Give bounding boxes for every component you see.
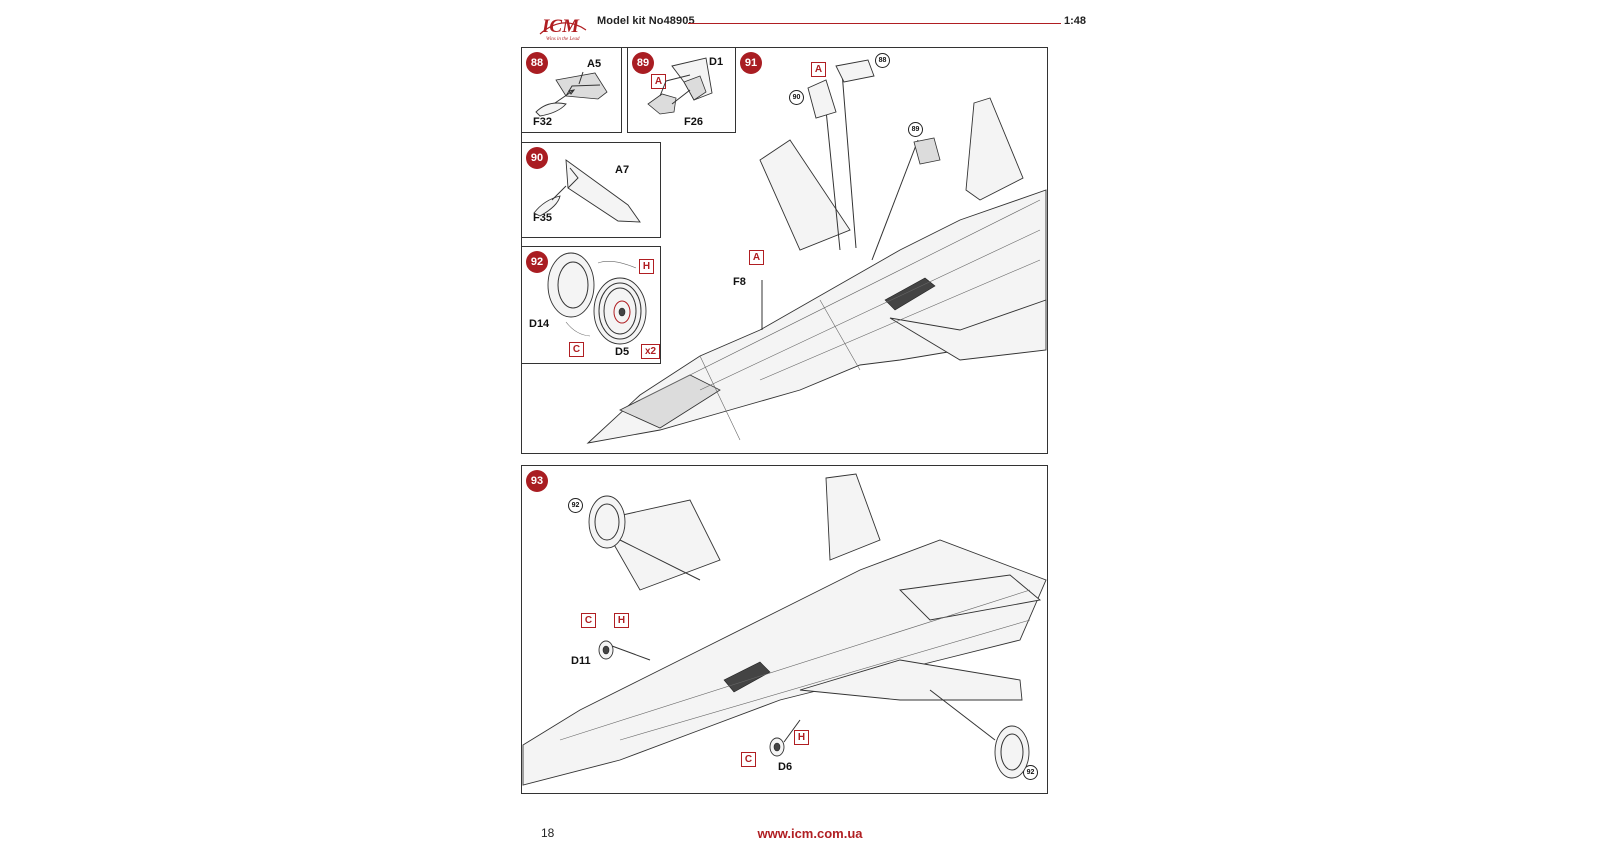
step-90-badge: 90 bbox=[526, 147, 548, 169]
part-label-d11: D11 bbox=[571, 655, 591, 667]
step-93-aircraft bbox=[522, 473, 1047, 786]
color-code-c-d6: C bbox=[741, 752, 756, 767]
color-code-h-d11: H bbox=[614, 613, 629, 628]
step-92-drawing bbox=[547, 252, 647, 345]
part-label-d5: D5 bbox=[615, 346, 630, 358]
step-89-badge: 89 bbox=[632, 52, 654, 74]
step-93-badge: 93 bbox=[526, 470, 548, 492]
kit-title: Model kit No48905 bbox=[597, 15, 695, 27]
icm-logo: ICM Wins in the Lead bbox=[539, 16, 587, 42]
color-code-c: C bbox=[569, 342, 584, 357]
color-code-h-d6: H bbox=[794, 730, 809, 745]
ref-step-88: 88 bbox=[875, 53, 890, 68]
header-rule bbox=[688, 23, 1061, 25]
color-code-a-top: A bbox=[811, 62, 826, 77]
step-91-badge: 91 bbox=[740, 52, 762, 74]
part-label-f8: F8 bbox=[733, 276, 746, 288]
quantity-badge: x2 bbox=[641, 344, 660, 359]
svg-text:Wins in the Lead: Wins in the Lead bbox=[546, 37, 580, 42]
part-label-f32: F32 bbox=[533, 116, 552, 128]
color-code-a-f8: A bbox=[749, 250, 764, 265]
step-88-badge: 88 bbox=[526, 52, 548, 74]
svg-text:ICM: ICM bbox=[541, 16, 580, 37]
website-url[interactable]: www.icm.com.ua bbox=[757, 826, 863, 841]
ref-step-92-bottom: 92 bbox=[1023, 765, 1038, 780]
part-label-d6: D6 bbox=[778, 761, 793, 773]
step-91-aircraft bbox=[586, 59, 1047, 444]
step-88-drawing bbox=[535, 71, 608, 117]
part-label-f26: F26 bbox=[684, 116, 703, 128]
part-label-d14: D14 bbox=[529, 318, 550, 330]
part-label-a5: A5 bbox=[587, 58, 602, 70]
step-92-badge: 92 bbox=[526, 251, 548, 273]
scale-label: 1:48 bbox=[1064, 15, 1087, 27]
step-90-drawing bbox=[533, 159, 641, 223]
part-label-d1: D1 bbox=[709, 56, 724, 68]
ref-step-92-top: 92 bbox=[568, 498, 583, 513]
step-89-drawing bbox=[647, 57, 713, 115]
page-number: 18 bbox=[541, 826, 555, 840]
color-code-c-d11: C bbox=[581, 613, 596, 628]
color-code-h: H bbox=[639, 259, 654, 274]
part-label-a7: A7 bbox=[615, 164, 630, 176]
ref-step-89: 89 bbox=[908, 122, 923, 137]
ref-step-90: 90 bbox=[789, 90, 804, 105]
